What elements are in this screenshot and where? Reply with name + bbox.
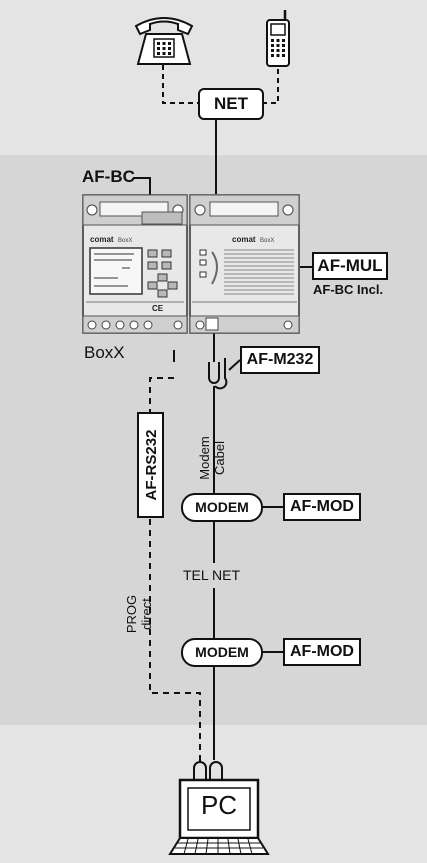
af-mod-1-node: AF-MOD xyxy=(283,493,361,521)
af-mul-node: AF-MUL xyxy=(312,252,388,280)
af-rs232-node: AF-RS232 xyxy=(137,412,164,518)
rs232-direct-line xyxy=(149,377,201,760)
controller-device-icon: comat BoxX CE comat BoxX xyxy=(82,194,300,334)
tel-net-label: TEL NET xyxy=(183,567,241,583)
ce-mark: CE xyxy=(152,304,164,313)
af-bc-incl-label: AF-BC Incl. xyxy=(313,282,384,297)
boxx-label: BoxX xyxy=(84,343,125,362)
laptop-icon xyxy=(168,778,270,855)
af-bc-pointer xyxy=(133,177,151,198)
brand-right: comat xyxy=(232,235,256,244)
modem-2-node: MODEM xyxy=(181,638,263,667)
svg-text:BoxX: BoxX xyxy=(260,238,274,244)
net-node: NET xyxy=(198,88,264,120)
telephone-link xyxy=(162,65,200,104)
m232-connector-curve xyxy=(214,358,228,390)
af-mod-2-node: AF-MOD xyxy=(283,638,361,666)
top-band xyxy=(0,0,427,155)
brand-left: comat xyxy=(90,235,114,244)
modem-cabel-label: Modem Cabel xyxy=(197,436,227,480)
m232-connector xyxy=(208,362,220,384)
telephone-icon xyxy=(134,17,194,65)
modem-1-node: MODEM xyxy=(181,493,263,522)
af-m232-node: AF-M232 xyxy=(240,346,320,374)
mobile-phone-icon xyxy=(266,10,290,67)
prog-direct-label: PROG direct xyxy=(124,594,154,634)
mobile-link xyxy=(262,65,279,104)
svg-text:BoxX: BoxX xyxy=(118,238,132,244)
af-bc-label: AF-BC xyxy=(82,167,135,186)
pc-plug-right xyxy=(209,761,223,780)
af-m232-pointer xyxy=(228,359,241,371)
pc-label: PC xyxy=(200,790,238,820)
